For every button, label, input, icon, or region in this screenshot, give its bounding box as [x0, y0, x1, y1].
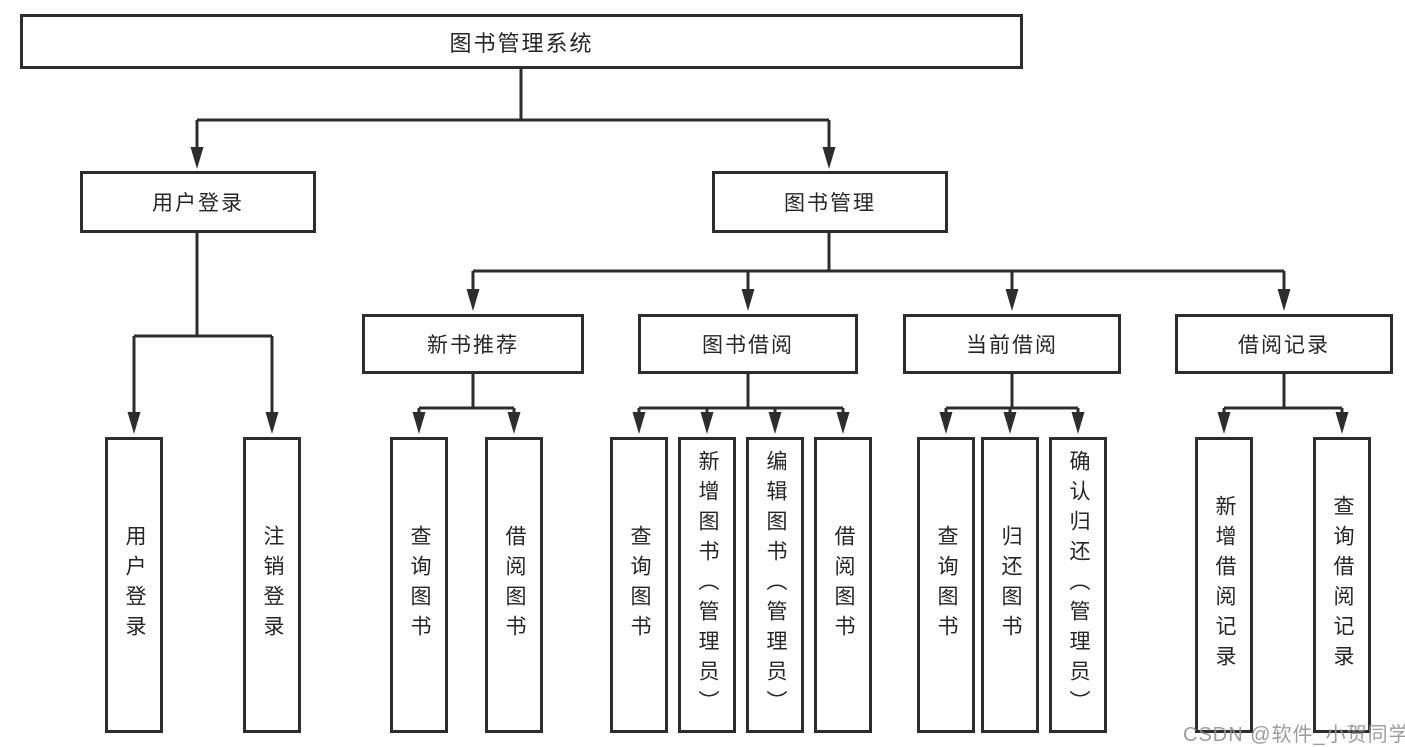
node-user-login: 用户登录: [80, 171, 316, 233]
leaf-query-books-2: 查询图书: [610, 437, 668, 733]
leaf-user-login: 用户登录: [105, 437, 163, 733]
leaf-return-books: 归还图书: [981, 437, 1039, 733]
node-current-borrow: 当前借阅: [903, 314, 1121, 374]
node-book-borrow: 图书借阅: [638, 314, 858, 374]
leaf-borrow-books-2: 借阅图书: [814, 437, 872, 733]
node-borrow-records: 借阅记录: [1175, 314, 1393, 374]
leaf-add-borrow-record: 新增借阅记录: [1195, 437, 1253, 733]
leaf-logout: 注销登录: [243, 437, 301, 733]
leaf-query-books-3: 查询图书: [917, 437, 975, 733]
leaf-query-books: 查询图书: [390, 437, 448, 733]
leaf-query-borrow-record: 查询借阅记录: [1313, 437, 1371, 733]
leaf-edit-books-admin: 编辑图书（管理员）: [746, 437, 804, 733]
leaf-confirm-return-admin: 确认归还（管理员）: [1049, 437, 1107, 733]
node-book-management: 图书管理: [712, 171, 948, 233]
csdn-watermark: CSDN @软件_小贺同学: [1183, 724, 1405, 746]
node-library-management-system: 图书管理系统: [20, 14, 1023, 69]
leaf-add-books-admin: 新增图书（管理员）: [678, 437, 736, 733]
node-new-book-recommend: 新书推荐: [362, 314, 584, 374]
leaf-borrow-books: 借阅图书: [485, 437, 543, 733]
